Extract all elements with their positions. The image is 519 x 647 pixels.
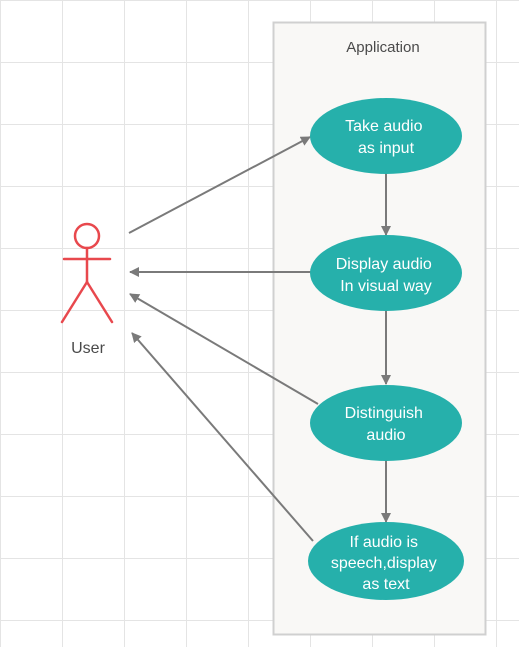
arrow-speech-to-user [131, 332, 314, 542]
use-case-label-line: Distinguish [345, 405, 423, 422]
use-case-speech-as-text[interactable]: If audio is speech,display as text [308, 522, 464, 600]
use-case-label-line: In visual way [340, 278, 432, 295]
user-actor[interactable]: User [60, 222, 114, 357]
use-case-label-line: audio [366, 427, 405, 444]
use-case-label-line: If audio is [350, 534, 418, 551]
use-case-ellipse [310, 98, 462, 174]
use-case-distinguish-audio[interactable]: Distinguish audio [310, 385, 462, 461]
actor-label: User [71, 340, 105, 357]
arrow-user-to-take-audio [128, 136, 311, 234]
system-title: Application [346, 39, 419, 56]
use-case-display-audio[interactable]: Display audio In visual way [310, 235, 462, 311]
use-case-label-line: as text [362, 576, 410, 593]
use-case-label-line: speech,display [331, 555, 437, 572]
use-case-label-line: Display audio [336, 256, 432, 273]
use-case-ellipse [310, 235, 462, 311]
svg-text:If audio is speech,displ: If audio is speech,display as text [331, 534, 441, 593]
use-case-take-audio[interactable]: Take audio as input [310, 98, 462, 174]
use-case-ellipse [308, 522, 464, 600]
use-case-label-line: as input [358, 140, 415, 157]
svg-text:Distinguish audio: Distinguish audio [345, 405, 428, 444]
use-case-label-line: Take audio [345, 118, 422, 135]
svg-text:Display audio In visual: Display audio In visual way [336, 256, 437, 295]
stick-figure-icon [60, 222, 114, 324]
arrow-distinguish-to-user [129, 293, 319, 405]
svg-text:Take audio as input: Take audio as input [345, 118, 427, 157]
use-case-ellipse [310, 385, 462, 461]
connectors [128, 136, 391, 542]
